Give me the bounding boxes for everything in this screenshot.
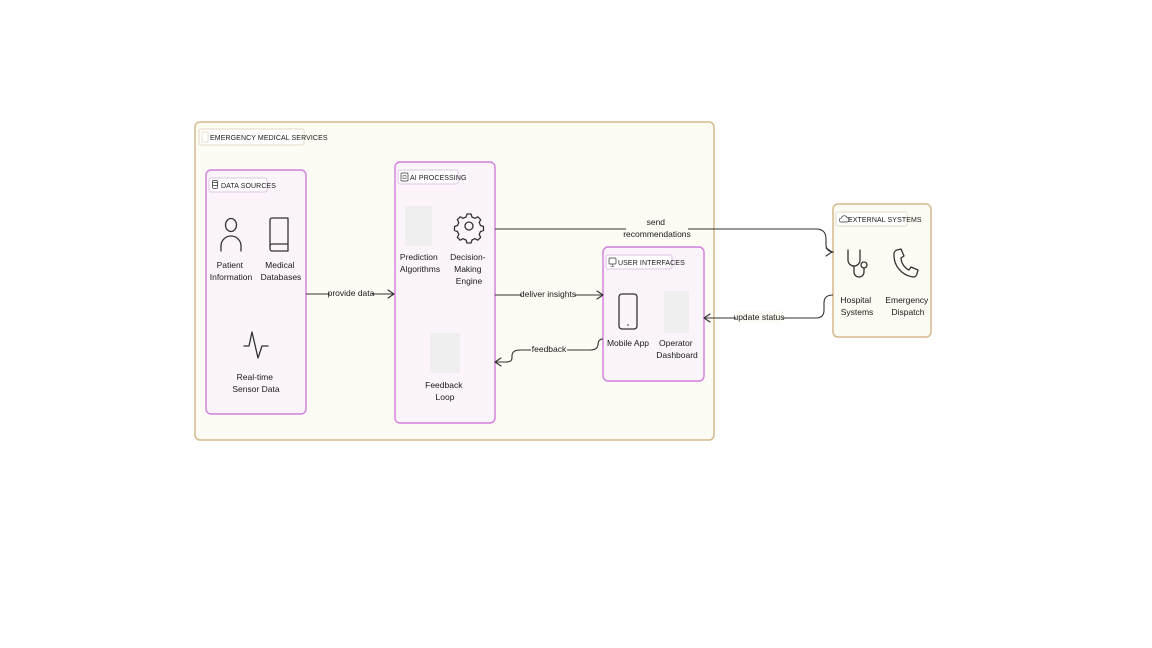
edge-provide-data: provide data	[306, 287, 395, 299]
edge-label-update-status: update status	[733, 312, 784, 322]
edge-feedback: feedback	[494, 338, 604, 367]
stethoscope-icon	[847, 249, 868, 278]
node-label-line: Databases	[261, 272, 302, 282]
svg-text:Emergency Dispatch: Emergency Dispatch	[885, 295, 930, 317]
node-prediction-algorithms: Prediction Algorithms	[400, 206, 440, 274]
node-label-line: Decision-	[450, 252, 486, 262]
node-label-line: Dispatch	[891, 307, 924, 317]
edge-label-feedback: feedback	[532, 344, 567, 354]
node-sensor-data: Real-time Sensor Data	[232, 331, 280, 394]
node-label-line: Operator	[659, 338, 693, 348]
node-operator-dashboard: Operator Dashboard	[656, 291, 698, 360]
edge-update-status: update status	[703, 294, 834, 323]
node-label-line: Real-time	[237, 372, 274, 382]
phone-icon	[893, 248, 919, 278]
node-label-line: Emergency	[885, 295, 929, 305]
cpu-icon	[400, 172, 409, 182]
cloud-icon	[838, 215, 850, 223]
group-label-ems: EMERGENCY MEDICAL SERVICES	[210, 135, 328, 142]
node-label-line: Engine	[456, 276, 483, 286]
smartphone-icon	[618, 293, 638, 330]
node-label-line: Algorithms	[400, 264, 440, 274]
node-label-line: Sensor Data	[232, 384, 280, 394]
database-icon	[212, 180, 218, 189]
node-medical-databases: Medical Databases	[261, 217, 302, 282]
svg-text:Decision- Making: Decision- Making Engine	[450, 252, 488, 286]
svg-text:Hospital Systems: Hospital Systems	[840, 295, 873, 317]
image-placeholder	[405, 206, 432, 246]
node-mobile-app: Mobile App	[607, 293, 649, 348]
node-patient-information: Patient Information	[210, 217, 253, 282]
node-label-line: Mobile App	[607, 338, 649, 348]
node-label-line: Making	[454, 264, 482, 274]
group-external-systems: EXTERNAL SYSTEMS Hospital Systems Emerge…	[832, 203, 932, 338]
book-icon	[269, 217, 289, 252]
edge-label-line: recommendations	[623, 229, 691, 239]
node-label-line: Hospital	[840, 295, 871, 305]
svg-text:send recommendations: send recommendations	[623, 217, 691, 239]
edge-label-line: send	[647, 217, 666, 227]
gear-icon	[453, 213, 485, 244]
svg-text:Operator Dashboard: Operator Dashboard	[656, 338, 698, 360]
node-label-line: Patient	[217, 260, 244, 270]
svg-text:Real-time Sensor Data: Real-time Sensor Data	[232, 372, 280, 394]
svg-text:Patient Information: Patient Information	[210, 260, 253, 282]
group-data-sources: DATA SOURCES Patient Information Medical…	[205, 169, 307, 415]
node-label-line: Information	[210, 272, 253, 282]
svg-text:Feedback Loop: Feedback Loop	[425, 380, 465, 402]
svg-text:Prediction Algorithms: Prediction Algorithms	[400, 252, 440, 274]
edge-label-provide-data: provide data	[328, 288, 375, 298]
group-label-data-sources: DATA SOURCES	[221, 183, 276, 190]
group-user-interfaces: USER INTERFACES Mobile App Operator Dash…	[602, 246, 705, 382]
activity-icon	[243, 331, 269, 359]
node-label-line: Loop	[436, 392, 455, 402]
node-emergency-dispatch: Emergency Dispatch	[885, 248, 930, 317]
node-decision-engine: Decision- Making Engine	[450, 213, 488, 286]
image-placeholder	[430, 333, 460, 373]
group-ai-processing: AI PROCESSING Prediction Algorithms Deci…	[394, 161, 496, 424]
node-label-line: Prediction	[400, 252, 438, 262]
hospital-icon	[201, 131, 209, 143]
node-hospital-systems: Hospital Systems	[840, 249, 873, 317]
node-label-line: Systems	[841, 307, 874, 317]
group-label-ai-processing: AI PROCESSING	[410, 175, 467, 182]
user-icon	[220, 217, 242, 252]
group-label-user-interfaces: USER INTERFACES	[618, 260, 685, 267]
group-label-external-systems: EXTERNAL SYSTEMS	[848, 217, 922, 224]
edge-send-recommendations: send recommendations	[495, 216, 835, 257]
edge-label-deliver-insights: deliver insights	[520, 289, 576, 299]
node-feedback-loop: Feedback Loop	[425, 333, 465, 402]
svg-text:Mobile App: Mobile App	[607, 338, 649, 348]
monitor-icon	[608, 257, 617, 267]
image-placeholder	[664, 291, 689, 333]
node-label-line: Dashboard	[656, 350, 698, 360]
svg-text:Medical Databases: Medical Databases	[261, 260, 302, 282]
edge-deliver-insights: deliver insights	[495, 288, 604, 300]
node-label-line: Medical	[265, 260, 294, 270]
node-label-line: Feedback	[425, 380, 463, 390]
